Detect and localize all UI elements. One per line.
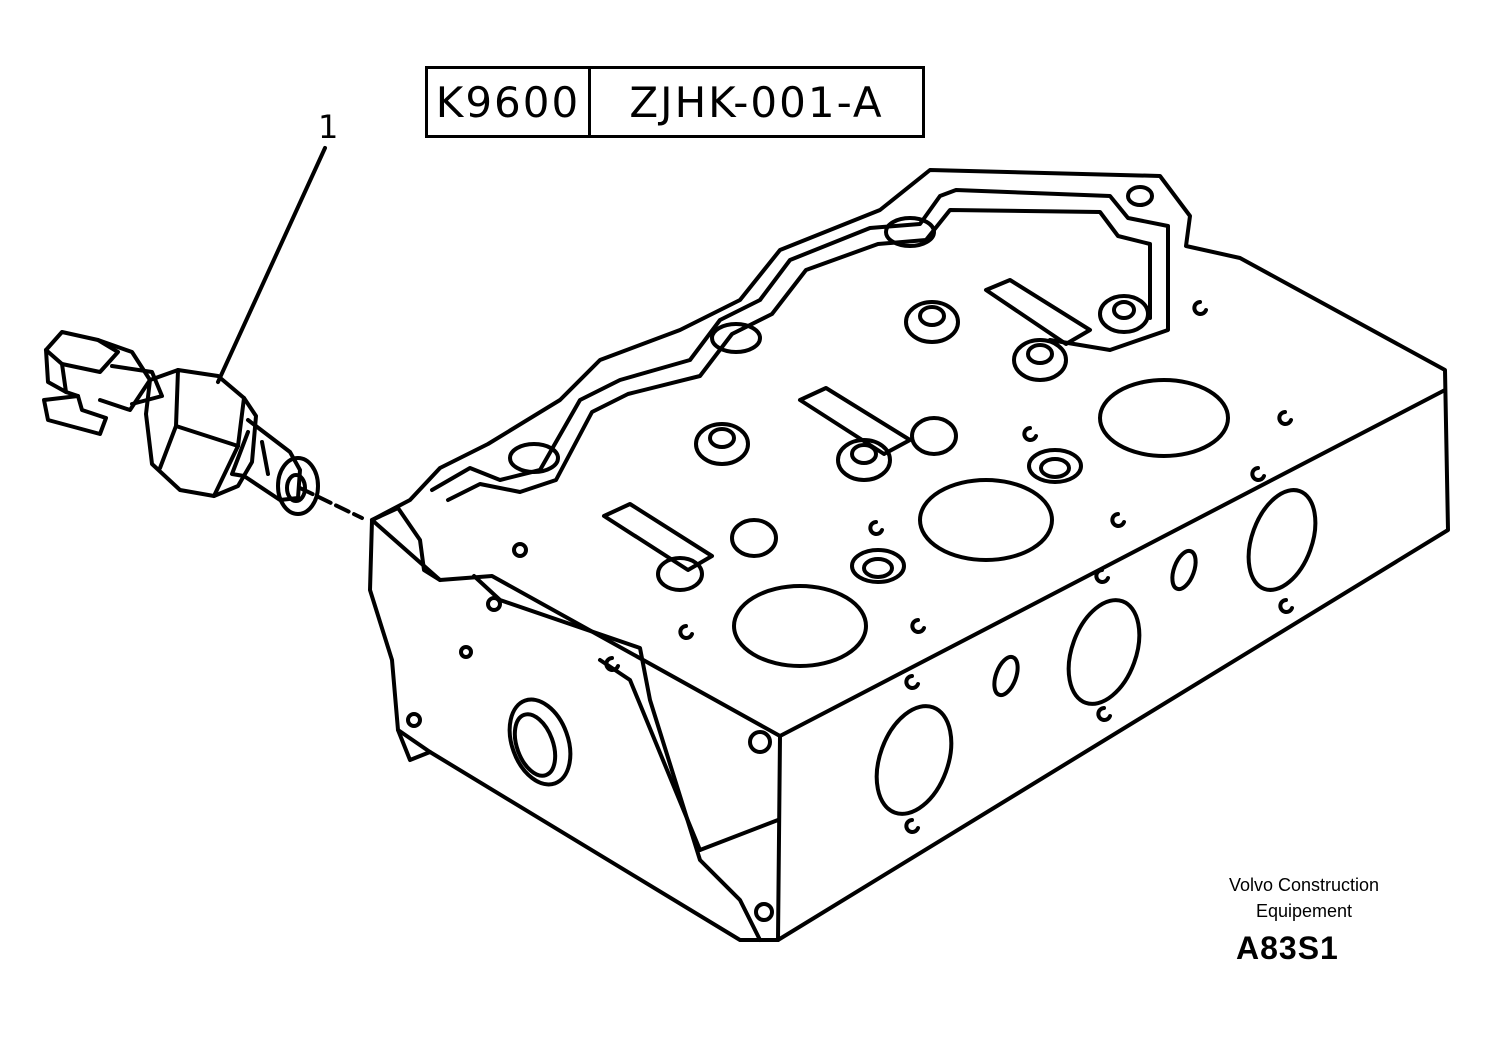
- cylinder-head: [368, 168, 1450, 942]
- manufacturer-line-2: Equipement: [1255, 901, 1353, 921]
- model-code-box: K9600: [425, 66, 591, 138]
- part-group-code-box: ZJHK-001-A: [588, 66, 925, 138]
- temperature-sensor: [42, 330, 320, 516]
- manufacturer-label: Volvo Construction Equipement: [1196, 872, 1412, 924]
- callout-leader-line: [216, 146, 327, 384]
- installation-axis-line: [298, 486, 364, 520]
- figure-code: A83S1: [1236, 930, 1339, 966]
- callout-number-1: 1: [318, 108, 339, 146]
- manufacturer-line-1: Volvo Construction: [1228, 875, 1380, 895]
